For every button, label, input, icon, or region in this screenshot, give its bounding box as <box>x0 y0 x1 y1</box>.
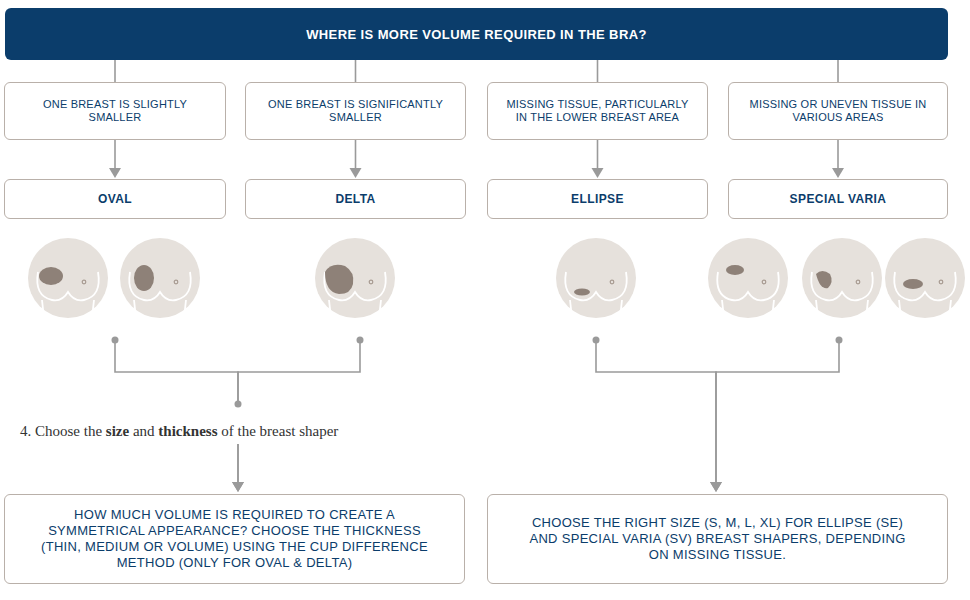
step-text: size <box>106 423 129 439</box>
box-text: ONE BREAST IS SIGNIFICANTLY SMALLER <box>264 98 447 124</box>
flow-connector <box>832 140 844 178</box>
box-text: SPECIAL VARIA <box>790 192 887 206</box>
flow-connector <box>232 340 360 492</box>
flow-connector <box>115 60 116 82</box>
flow-connector <box>597 60 598 82</box>
step-note: 4. Choose the size and thickness of the … <box>18 423 340 440</box>
step-text: and <box>133 423 155 439</box>
flow-connector <box>115 340 244 492</box>
question-box: ONE BREAST IS SIGNIFICANTLY SMALLER <box>245 82 466 140</box>
box-text: ELLIPSE <box>571 192 624 206</box>
flow-connector <box>355 60 356 82</box>
flow-connector <box>710 340 839 492</box>
box-text: OVAL <box>98 192 132 206</box>
flow-connector <box>596 340 722 492</box>
box-text: DELTA <box>335 192 375 206</box>
type-box: SPECIAL VARIA <box>728 179 948 219</box>
box-text: ONE BREAST IS SLIGHTLY SMALLER <box>23 98 207 124</box>
box-text: WHERE IS MORE VOLUME REQUIRED IN THE BRA… <box>306 27 647 42</box>
box-text: CHOOSE THE RIGHT SIZE (S, M, L, XL) FOR … <box>522 515 913 563</box>
step-text: of the breast shaper <box>221 423 338 439</box>
box-text: MISSING TISSUE, PARTICULARLY IN THE LOWE… <box>506 98 689 124</box>
question-box: CHOOSE THE RIGHT SIZE (S, M, L, XL) FOR … <box>487 494 948 584</box>
box-text: MISSING OR UNEVEN TISSUE IN VARIOUS AREA… <box>747 98 929 124</box>
question-box: MISSING TISSUE, PARTICULARLY IN THE LOWE… <box>487 82 708 140</box>
flow-connector <box>350 140 362 178</box>
box-text: HOW MUCH VOLUME IS REQUIRED TO CREATE A … <box>39 507 430 571</box>
flow-connector <box>838 60 839 82</box>
step-text: 4. Choose the <box>20 423 102 439</box>
type-box: ELLIPSE <box>487 179 708 219</box>
question-box: ONE BREAST IS SLIGHTLY SMALLER <box>4 82 226 140</box>
question-box: HOW MUCH VOLUME IS REQUIRED TO CREATE A … <box>4 494 465 584</box>
flow-connector <box>109 140 121 178</box>
junction-dot <box>112 337 843 408</box>
flow-connector <box>592 140 604 178</box>
breast-illustration <box>28 238 965 318</box>
step-text: thickness <box>158 423 217 439</box>
title-band: WHERE IS MORE VOLUME REQUIRED IN THE BRA… <box>5 8 948 60</box>
type-box: OVAL <box>4 179 226 219</box>
question-box: MISSING OR UNEVEN TISSUE IN VARIOUS AREA… <box>728 82 948 140</box>
type-box: DELTA <box>245 179 466 219</box>
